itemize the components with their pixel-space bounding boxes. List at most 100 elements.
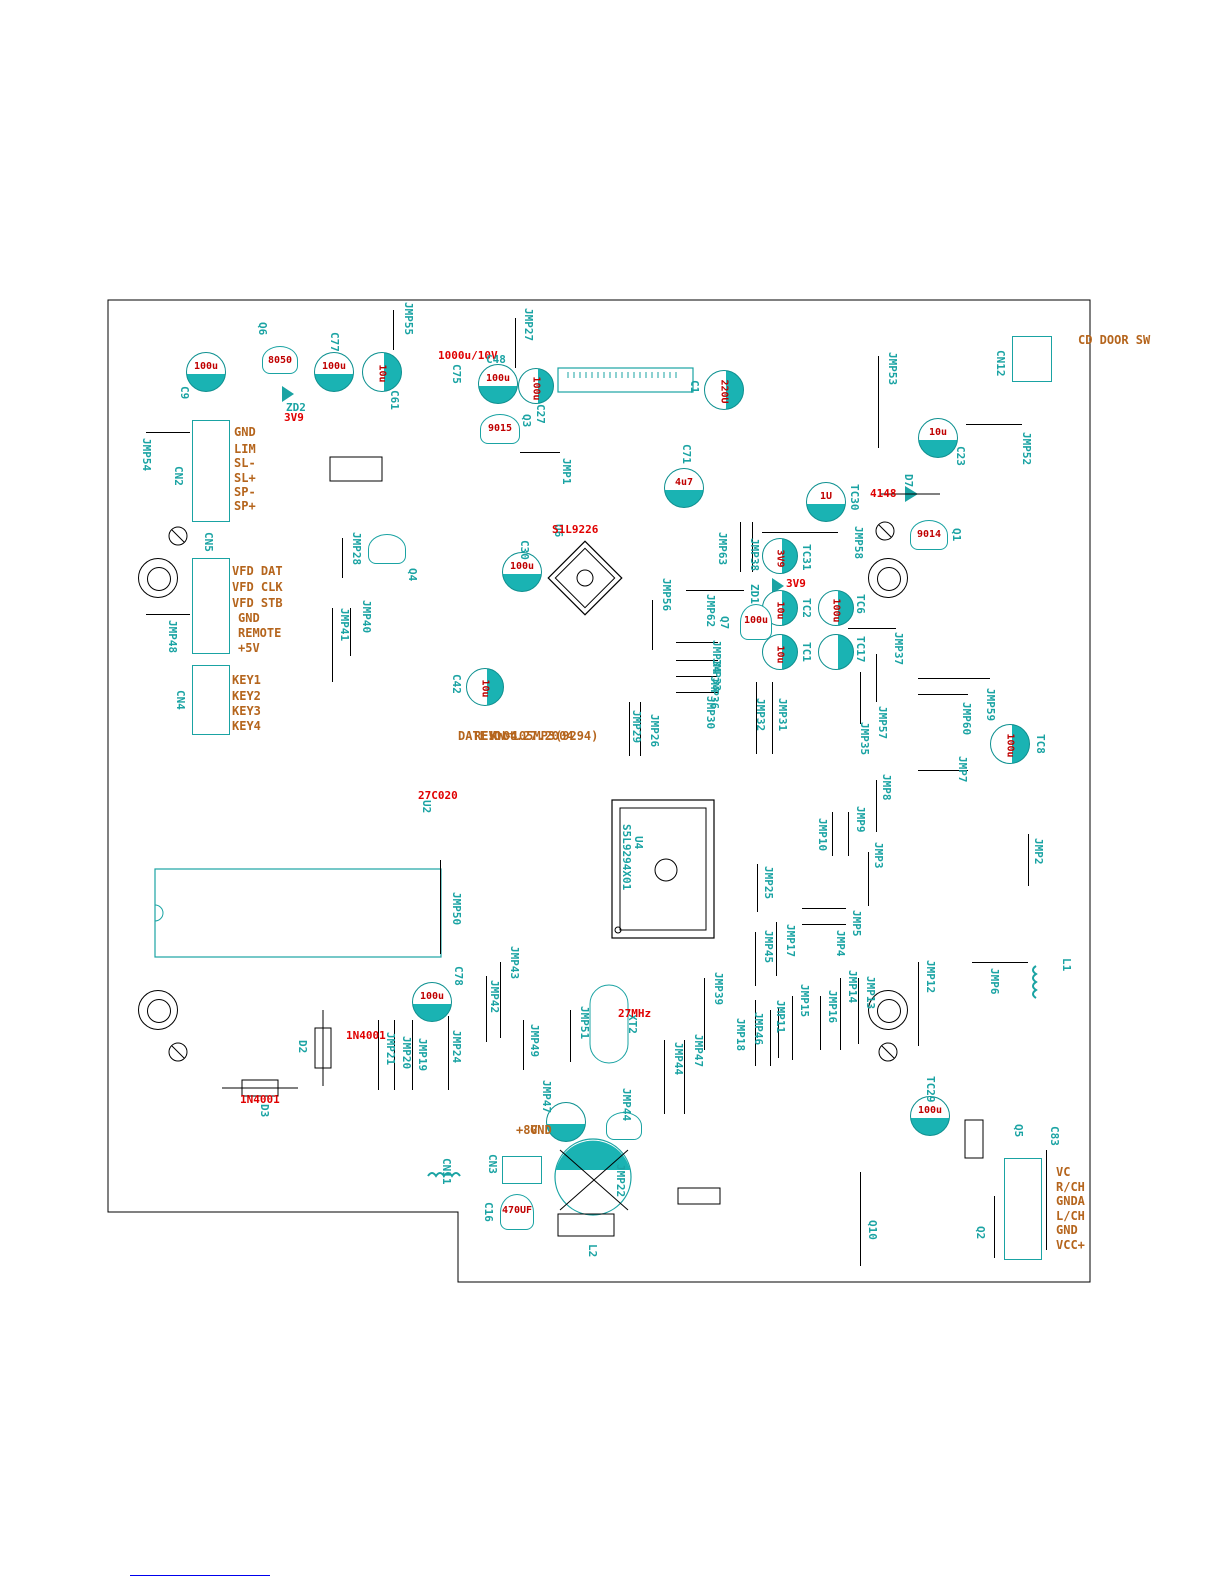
jmp15-line [792,996,793,1060]
screw-3 [168,1042,188,1062]
pad-rect-3 [964,1119,984,1159]
label-jmp11: JMP11 [774,1000,787,1034]
cn5-connector [192,558,230,654]
tc17-capacitor [818,634,854,670]
label-tc31: TC31 [800,544,813,571]
cn3-pin-5: GND [1056,1223,1078,1237]
label-c9: C9 [178,386,191,400]
jmp19-line [412,1020,413,1090]
jmp24-line [448,1016,449,1090]
tc31-capacitor: 3V9 [762,538,798,574]
jmp26-line [640,702,641,756]
value-u2: 27C020 [418,789,458,802]
label-jmp45: JMP45 [762,930,775,964]
label-jmp62: JMP62 [704,594,717,628]
label-jmp60: JMP60 [960,702,973,736]
board-date: DATE:Oct.27.2004 [458,729,574,743]
label-jmp8: JMP8 [880,774,893,801]
cn3-pin-1: VC [1056,1165,1071,1179]
value-u6: S1L9226 [552,523,599,536]
jmp16-line [820,996,821,1050]
label-c83: TC29 [924,1076,937,1103]
u6-chip [547,540,623,616]
label-tc1: TC1 [800,642,813,662]
q5-transistor [606,1112,642,1140]
label-jmp20: JMP20 [400,1036,413,1070]
cn3-connector [1004,1158,1042,1260]
jmp29-line [629,702,630,756]
label-jmp3: JMP3 [872,842,885,869]
jmp58-line [762,532,838,533]
label-c16: JMP22 [614,1164,627,1198]
jmp38-line [752,522,753,572]
label-tc30: TC30 [848,484,861,511]
pad-rect-1 [329,456,383,482]
label-l1: L1 [1060,958,1073,972]
u4-chip-inner [619,807,707,931]
jmp41-line [332,608,333,682]
label-zd1: ZD1 [748,584,761,604]
cn5-pin-2: VFD CLK [232,580,283,594]
cn2-pin-6: SP+ [234,499,256,513]
jmp23-line [994,1196,995,1258]
label-jmp7: JMP7 [956,756,969,783]
jmp45-line [755,932,756,986]
u4-chip-outer [611,799,715,939]
label-jmp2: JMP2 [1032,838,1045,865]
tc8-capacitor: 100u [990,724,1030,764]
jmp42-line [486,976,487,1042]
value-zd1: 3V9 [786,577,806,590]
jmp33-line [676,660,718,661]
jmp43-line [500,962,501,1038]
c9-capacitor: 100u [186,352,226,392]
jmp60-line [918,694,968,695]
label-jmp38: JMP38 [748,538,761,572]
label-jmp12: JMP12 [924,960,937,994]
label-q2: L2 [586,1244,599,1258]
label-jmp18: JMP18 [734,1018,747,1052]
value-xt2: 27MHz [618,1007,652,1020]
label-jmp46: JMP46 [752,1012,765,1046]
label-c77: C77 [328,332,341,352]
label-tc29: JMP47 [540,1080,553,1114]
jmp59-line [918,678,990,679]
board-rev: REV:04 [474,729,518,743]
cn3-pin-4: L/CH [1056,1209,1085,1223]
label-c1: C1 [688,380,701,394]
label-jmp27: JMP27 [522,308,535,342]
cn2-connector [192,420,230,522]
jmp27-line [515,318,516,368]
label-jmp61: Q10 [866,1220,879,1240]
jmp49-line [523,1020,524,1070]
label-jmp54: JMP54 [140,438,153,472]
jmp11-line [778,1008,779,1058]
ribbon-pins [567,372,677,378]
label-cn11: CN3 [486,1154,499,1174]
label-q5: JMP44 [620,1088,633,1122]
jmp7-line [918,770,968,771]
label-d2: D2 [296,1040,309,1054]
cn4-pin-1: KEY1 [232,673,261,687]
screw-1 [168,526,188,546]
jmp44-line [664,1040,665,1114]
label-jmp42: JMP42 [488,980,501,1014]
jmp37-line [848,628,896,629]
cn5-pin-5: REMOTE [238,626,282,640]
jmp4-line [802,924,846,925]
jmp1-line [520,452,560,453]
label-c61: C61 [388,390,401,410]
q1-transistor: 9014 [910,520,948,550]
label-jmp17: JMP17 [784,924,797,958]
cn4-pin-4: KEY4 [232,719,261,733]
u2-notch [154,904,164,922]
cn11-pin-1: GND [530,1123,552,1137]
l2-inductor [427,1172,461,1178]
label-tc6: TC6 [854,594,867,614]
value-u4: S5L9294X01 [620,824,633,891]
footer-link-underline[interactable] [130,1575,270,1576]
label-jmp13: JMP13 [864,976,877,1010]
cn12-connector [1012,336,1052,382]
cn11-connector [502,1156,542,1184]
jmp56-line [652,600,653,650]
jmp61-line [860,1172,861,1266]
